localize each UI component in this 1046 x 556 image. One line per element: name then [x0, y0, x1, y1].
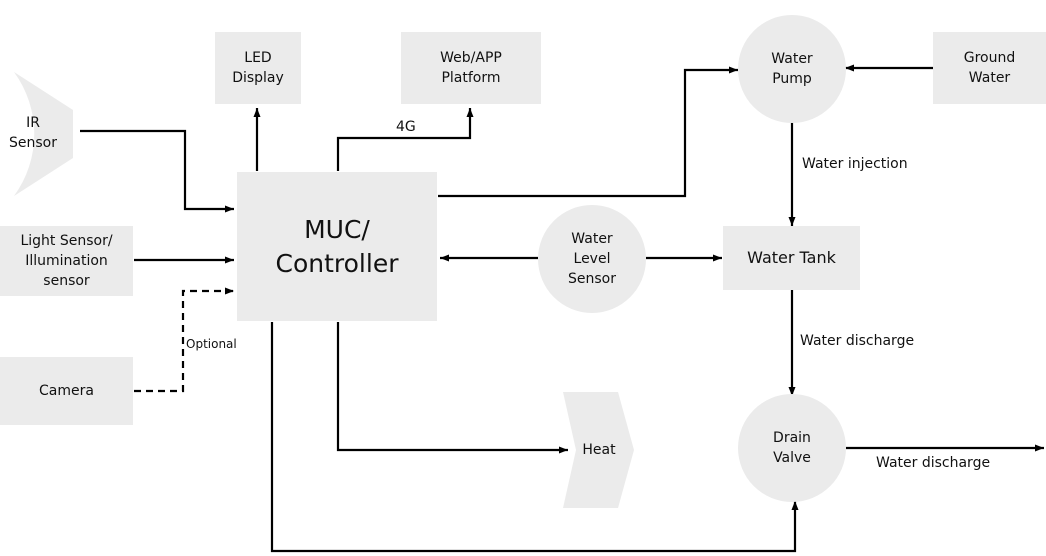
- edge-label-optional: Optional: [186, 337, 237, 351]
- controller-node: MUC/ Controller: [237, 172, 437, 321]
- water-pump-node: Water Pump: [738, 15, 846, 123]
- edge-controller-to-pump: [438, 66, 738, 198]
- edge-label-4g: 4G: [396, 119, 416, 135]
- drain-valve-node: Drain Valve: [738, 394, 846, 502]
- light-sensor-node: Light Sensor/ Illumination sensor: [0, 226, 133, 296]
- edge-camera-to-controller: [134, 287, 234, 393]
- edge-label-water-injection: Water injection: [802, 156, 908, 172]
- water-tank-node: Water Tank: [723, 226, 860, 290]
- ground-water-node: Ground Water: [933, 32, 1046, 104]
- ir-sensor-label: IR Sensor: [9, 115, 57, 151]
- edge-ir-to-controller: [80, 129, 234, 213]
- edge-controller-to-valve: [270, 322, 799, 553]
- heat-shape: [563, 392, 634, 508]
- heat-label: Heat: [582, 442, 616, 458]
- web-app-platform-node: Web/APP Platform: [401, 32, 541, 104]
- edge-label-water-discharge-out: Water discharge: [876, 455, 991, 471]
- edge-controller-to-web: [336, 108, 474, 171]
- edge-controller-to-heat: [336, 322, 568, 454]
- camera-node: Camera: [0, 357, 133, 425]
- led-display-node: LED Display: [215, 32, 301, 104]
- water-level-sensor-node: Water Level Sensor: [538, 205, 646, 313]
- edge-label-water-discharge-tank: Water discharge: [800, 333, 915, 349]
- ir-sensor-shape: [14, 72, 73, 196]
